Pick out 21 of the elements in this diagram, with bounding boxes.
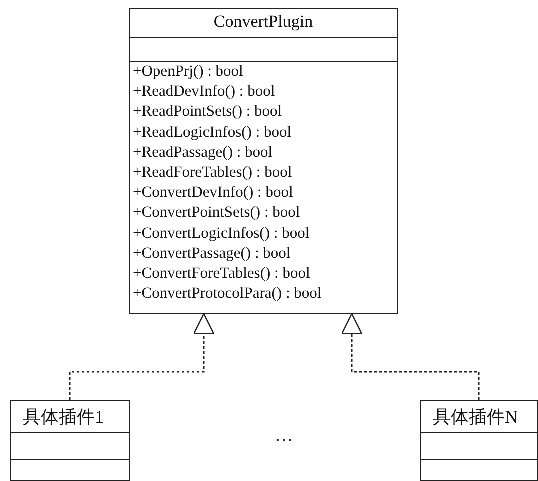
- method-signature: +ReadForeTables() : bool: [133, 165, 292, 182]
- method-signature: +ConvertProtocolPara() : bool: [133, 286, 322, 303]
- class-name: 具体插件N: [433, 406, 518, 429]
- method-signature: +ReadPointSets() : bool: [133, 104, 282, 122]
- method-signature: +ReadDevInfo() : bool: [133, 84, 276, 101]
- method-signature: +ConvertLogicInfos() : bool: [133, 226, 310, 242]
- method-signature: +ReadLogicInfos() : bool: [133, 124, 292, 142]
- method-signature: +ConvertPointSets() : bool: [133, 205, 300, 222]
- realization-arrow: [341, 313, 480, 400]
- class-name: 具体插件1: [23, 406, 104, 429]
- method-signature: +OpenPrj() : bool: [133, 64, 244, 81]
- class-box: [10, 400, 130, 481]
- method-signature: +ConvertPassage() : bool: [133, 246, 291, 263]
- method-signature: +ConvertDevInfo() : bool: [133, 185, 294, 202]
- class-box: [420, 400, 538, 481]
- method-signature: +ConvertForeTables() : bool: [133, 266, 310, 283]
- method-signature: +ReadPassage() : bool: [133, 144, 273, 162]
- class-box: [129, 8, 398, 314]
- ellipsis: …: [275, 425, 293, 446]
- class-name: ConvertPlugin: [212, 12, 314, 32]
- realization-arrow: [69, 313, 215, 400]
